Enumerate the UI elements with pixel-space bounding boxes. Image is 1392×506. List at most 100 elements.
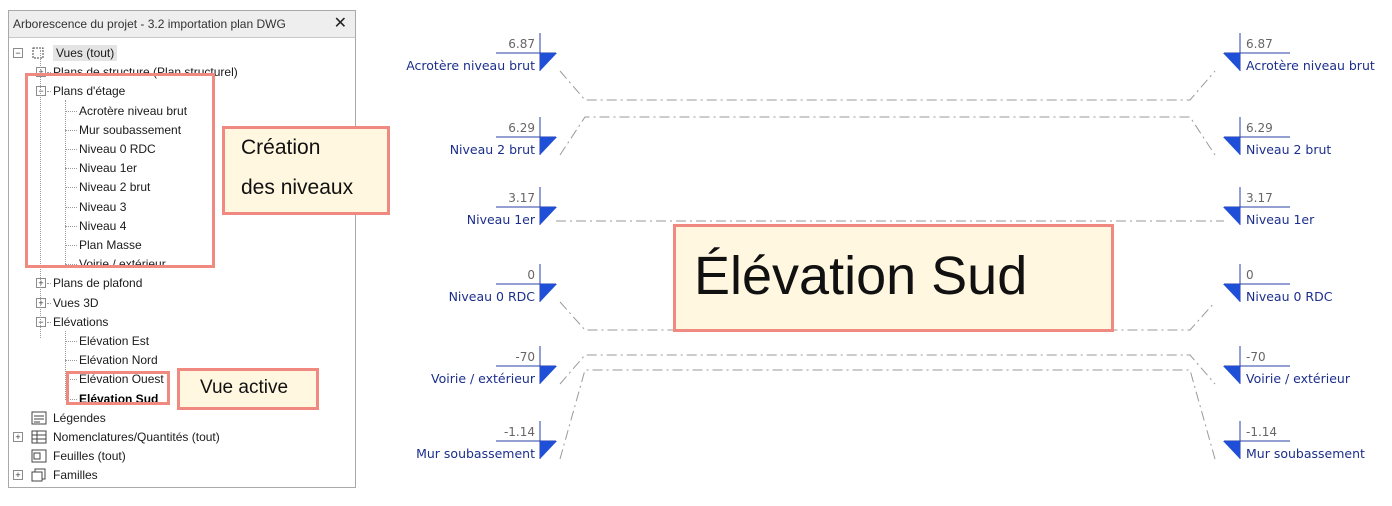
level-marker-left[interactable] xyxy=(540,207,557,225)
legend-icon xyxy=(31,411,47,425)
level-marker-left[interactable] xyxy=(540,53,557,71)
tree-connector xyxy=(47,321,51,323)
tree-connector xyxy=(65,360,77,362)
tree-item-nomenclatures-quantit-s-tout[interactable]: + Nomenclatures/Quantités (tout) xyxy=(9,429,349,445)
tree-connector xyxy=(65,398,77,400)
tree-item-label: Niveau 3 xyxy=(79,199,127,214)
tree-item-label: Vues 3D xyxy=(53,295,99,310)
level-name-right[interactable]: Niveau 1er xyxy=(1246,212,1315,227)
tree-item-familles[interactable]: + Familles xyxy=(9,467,349,483)
tree-item-el-vation-est[interactable]: Elévation Est xyxy=(9,333,349,349)
elevation-title-text: Élévation Sud xyxy=(694,246,1028,306)
project-browser-title-text: Arborescence du projet - 3.2 importation… xyxy=(13,17,286,31)
level-marker-left[interactable] xyxy=(540,441,557,459)
level-marker-left[interactable] xyxy=(540,137,557,155)
tree-item-label: Plans d'étage xyxy=(53,84,126,99)
level-name-left[interactable]: Niveau 1er xyxy=(467,212,536,227)
level-marker-left[interactable] xyxy=(540,366,557,384)
level-name-right[interactable]: Acrotère niveau brut xyxy=(1246,58,1375,73)
collapse-icon[interactable]: − xyxy=(36,316,46,327)
tree-item-niveau-1er[interactable]: Niveau 1er xyxy=(9,160,349,176)
tree-item-label: Vues (tout) xyxy=(53,45,118,61)
level-marker-right[interactable] xyxy=(1223,441,1240,459)
project-browser-tree: −Vues (tout)+Plans de structure (Plan st… xyxy=(9,38,355,487)
expand-icon[interactable]: + xyxy=(36,278,46,289)
tree-item-niveau-4[interactable]: Niveau 4 xyxy=(9,218,349,234)
tree-item-label: Mur soubassement xyxy=(79,122,182,137)
level-name-right[interactable]: Niveau 0 RDC xyxy=(1246,289,1333,304)
level-value-right: 6.87 xyxy=(1246,37,1273,51)
tree-connector xyxy=(47,283,51,285)
tree-item-feuilles-tout[interactable]: Feuilles (tout) xyxy=(9,448,349,464)
level-line-niveau-2-brut xyxy=(559,116,1216,156)
plans-etage-highlight xyxy=(25,73,215,268)
tree-item-mur-soubassement[interactable]: Mur soubassement xyxy=(9,122,349,138)
sheets-icon xyxy=(31,449,47,463)
tree-connector xyxy=(65,110,77,112)
tree-connector xyxy=(65,341,77,342)
level-name-left[interactable]: Acrotère niveau brut xyxy=(406,58,535,73)
level-name-right[interactable]: Mur soubassement xyxy=(1246,446,1365,461)
level-marker-right[interactable] xyxy=(1223,53,1240,71)
tree-item-niveau-3[interactable]: Niveau 3 xyxy=(9,199,349,215)
tree-item-vues-3d[interactable]: + Vues 3D xyxy=(9,295,349,311)
level-marker-left[interactable] xyxy=(540,284,557,302)
level-value-right: 6.29 xyxy=(1246,121,1273,135)
tree-item-label: Familles xyxy=(53,468,98,483)
tree-connector xyxy=(65,245,77,246)
level-marker-right[interactable] xyxy=(1223,207,1240,225)
level-name-left[interactable]: Niveau 2 brut xyxy=(450,142,535,157)
tree-item-el-vation-nord[interactable]: Elévation Nord xyxy=(9,352,349,368)
tree-item-plan-masse[interactable]: Plan Masse xyxy=(9,237,349,253)
tree-item-vues-tout[interactable]: − Vues (tout) xyxy=(9,45,349,61)
tree-connector xyxy=(47,91,51,93)
level-value-right: 3.17 xyxy=(1246,191,1273,205)
tree-item-label: Acrotère niveau brut xyxy=(79,103,188,118)
level-name-left[interactable]: Voirie / extérieur xyxy=(431,371,536,386)
level-marker-right[interactable] xyxy=(1223,366,1240,384)
level-name-right[interactable]: Voirie / extérieur xyxy=(1246,371,1351,386)
tree-connector xyxy=(65,225,77,227)
level-marker-right[interactable] xyxy=(1223,137,1240,155)
level-value-left: -1.14 xyxy=(504,425,535,439)
tree-item-el-vation-ouest[interactable]: Elévation Ouest xyxy=(9,371,349,387)
tree-connector xyxy=(47,72,51,74)
tree-item-label: Nomenclatures/Quantités (tout) xyxy=(53,430,220,444)
expand-icon[interactable]: + xyxy=(13,432,23,442)
tree-item-groupes[interactable]: +Groupes xyxy=(9,487,349,488)
elevation-sud-highlight xyxy=(66,371,170,405)
tree-item-l-gendes[interactable]: Légendes xyxy=(9,410,349,426)
tree-item-niveau-2-brut[interactable]: Niveau 2 brut xyxy=(9,179,349,195)
tree-item-el-vations[interactable]: −Elévations xyxy=(9,314,349,330)
tree-item-label: Plan Masse xyxy=(79,238,142,252)
level-value-right: 0 xyxy=(1246,268,1254,282)
level-value-left: -70 xyxy=(515,350,535,364)
level-name-left[interactable]: Mur soubassement xyxy=(416,446,535,461)
level-name-right[interactable]: Niveau 2 brut xyxy=(1246,142,1331,157)
tree-item-label: Feuilles (tout) xyxy=(53,449,126,464)
level-name-left[interactable]: Niveau 0 RDC xyxy=(449,289,536,304)
vue-active-callout: Vue active xyxy=(177,368,319,410)
creation-callout-line1: Création xyxy=(241,136,321,159)
tree-item-label: Niveau 0 RDC xyxy=(79,142,156,156)
collapse-icon[interactable]: − xyxy=(13,48,23,58)
tree-connector xyxy=(65,149,77,150)
tree-item-label: Elévation Ouest xyxy=(79,372,164,387)
level-marker-right[interactable] xyxy=(1223,284,1240,302)
expand-icon[interactable]: + xyxy=(13,470,23,481)
tree-item-niveau-0-rdc[interactable]: Niveau 0 RDC xyxy=(9,141,349,157)
vue-active-label: Vue active xyxy=(200,377,289,398)
tree-item-label: Groupes xyxy=(53,487,99,488)
elevation-title-callout: Élévation Sud xyxy=(673,224,1114,332)
tree-item-plans-de-plafond[interactable]: +Plans de plafond xyxy=(9,275,349,291)
expand-icon[interactable]: + xyxy=(36,297,46,308)
tree-connector xyxy=(40,50,41,338)
level-value-left: 6.29 xyxy=(508,121,535,135)
tree-connector xyxy=(65,379,77,381)
close-icon[interactable]: ✕ xyxy=(333,15,347,32)
tree-connector xyxy=(65,206,77,208)
tree-item-label: Elévation Est xyxy=(79,334,150,348)
level-value-left: 0 xyxy=(527,268,535,282)
families-icon xyxy=(31,468,46,482)
tree-item-acrot-re-niveau-brut[interactable]: Acrotère niveau brut xyxy=(9,103,349,119)
